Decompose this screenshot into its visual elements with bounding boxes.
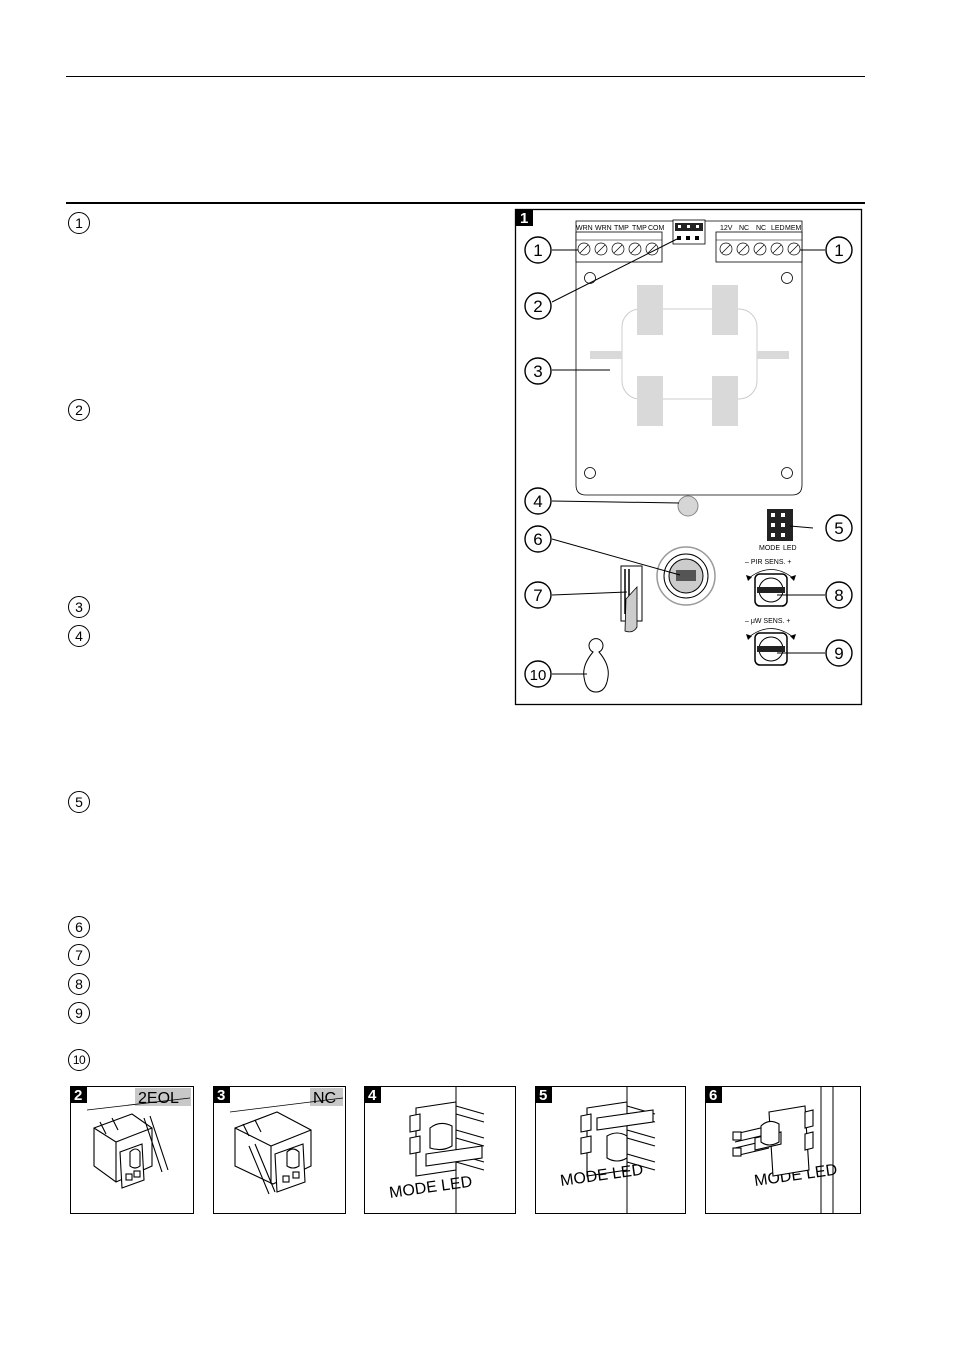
section-rule: [66, 202, 865, 204]
tamper-switch: [620, 565, 643, 633]
figure-5-jumper-mode-led: 5 MODE LED: [535, 1086, 686, 1214]
terminal-label-tmp-1: TMP: [614, 225, 629, 232]
callout-1-left: 1: [533, 241, 542, 260]
pin-label-mode: MODE: [759, 545, 780, 552]
figure-2-jumper-2eol: 2 2EOL: [70, 1086, 194, 1214]
desc-marker-10: 10: [68, 1049, 90, 1071]
terminal-label-wrn-2: WRN: [595, 225, 612, 232]
figure-1-tag: 1: [520, 210, 528, 227]
desc-marker-3: 3: [68, 596, 90, 618]
terminal-block-left: WRN WRN TMP TMP COM: [575, 225, 665, 263]
figure-3-label: NC: [313, 1090, 336, 1107]
terminal-label-tmp-2: TMP: [632, 225, 647, 232]
pir-sens-label: – PIR SENS. +: [745, 559, 792, 566]
desc-marker-7: 7: [68, 944, 90, 966]
callout-10: 10: [530, 667, 547, 684]
figure-6-tag: 6: [709, 1087, 717, 1104]
callout-6: 6: [533, 530, 542, 549]
callout-2: 2: [533, 297, 542, 316]
callout-4: 4: [533, 492, 542, 511]
desc-marker-8: 8: [68, 973, 90, 995]
figure-2-label: 2EOL: [138, 1090, 179, 1107]
callout-8: 8: [834, 586, 843, 605]
desc-marker-9: 9: [68, 1002, 90, 1024]
terminal-label-nc-1: NC: [739, 225, 749, 232]
figure-4-tag: 4: [368, 1087, 377, 1104]
desc-marker-1: 1: [68, 212, 90, 234]
figure-4-jumper-mode-led: 4 MODE LED: [364, 1086, 516, 1214]
mode-led-pins: MODE LED: [759, 509, 797, 552]
figure-3-jumper-nc: 3 NC: [213, 1086, 346, 1214]
terminal-label-led: LED: [771, 225, 785, 232]
pir-sensitivity-potentiometer: – PIR SENS. +: [745, 559, 796, 607]
mw-sens-label: – μW SENS. +: [745, 618, 790, 625]
pir-sensor: [656, 546, 716, 606]
terminal-label-wrn-1: WRN: [576, 225, 593, 232]
figure-5-tag: 5: [539, 1087, 547, 1104]
terminal-block-right: 12V NC NC LED MEM: [715, 225, 803, 263]
figure-3-tag: 3: [217, 1087, 225, 1104]
pin-label-led: LED: [783, 545, 797, 552]
callout-3: 3: [533, 362, 542, 381]
configuration-pins: [672, 219, 706, 245]
callout-1-right: 1: [834, 241, 843, 260]
microwave-antenna: [590, 285, 789, 426]
terminal-label-com: COM: [648, 225, 665, 232]
callout-7: 7: [533, 586, 542, 605]
microwave-sensitivity-potentiometer: – μW SENS. +: [745, 618, 796, 666]
desc-marker-2: 2: [68, 399, 90, 421]
desc-marker-6: 6: [68, 916, 90, 938]
header-rule: [66, 76, 865, 77]
desc-marker-4: 4: [68, 625, 90, 647]
figure-6-jumper-mode-led: 6 MODE LED: [705, 1086, 861, 1214]
keyhole-mounting-slot: [583, 638, 609, 693]
desc-marker-5: 5: [68, 791, 90, 813]
terminal-label-12v: 12V: [720, 225, 733, 232]
callout-5: 5: [834, 519, 843, 538]
callout-9: 9: [834, 644, 843, 663]
terminal-label-nc-2: NC: [756, 225, 766, 232]
figure-1-board-diagram: 1 WRN WRN TMP TMP COM 12V NC NC LED MEM: [514, 208, 863, 706]
terminal-label-mem: MEM: [785, 225, 802, 232]
led-diode: [677, 495, 699, 517]
figure-2-tag: 2: [74, 1087, 82, 1104]
